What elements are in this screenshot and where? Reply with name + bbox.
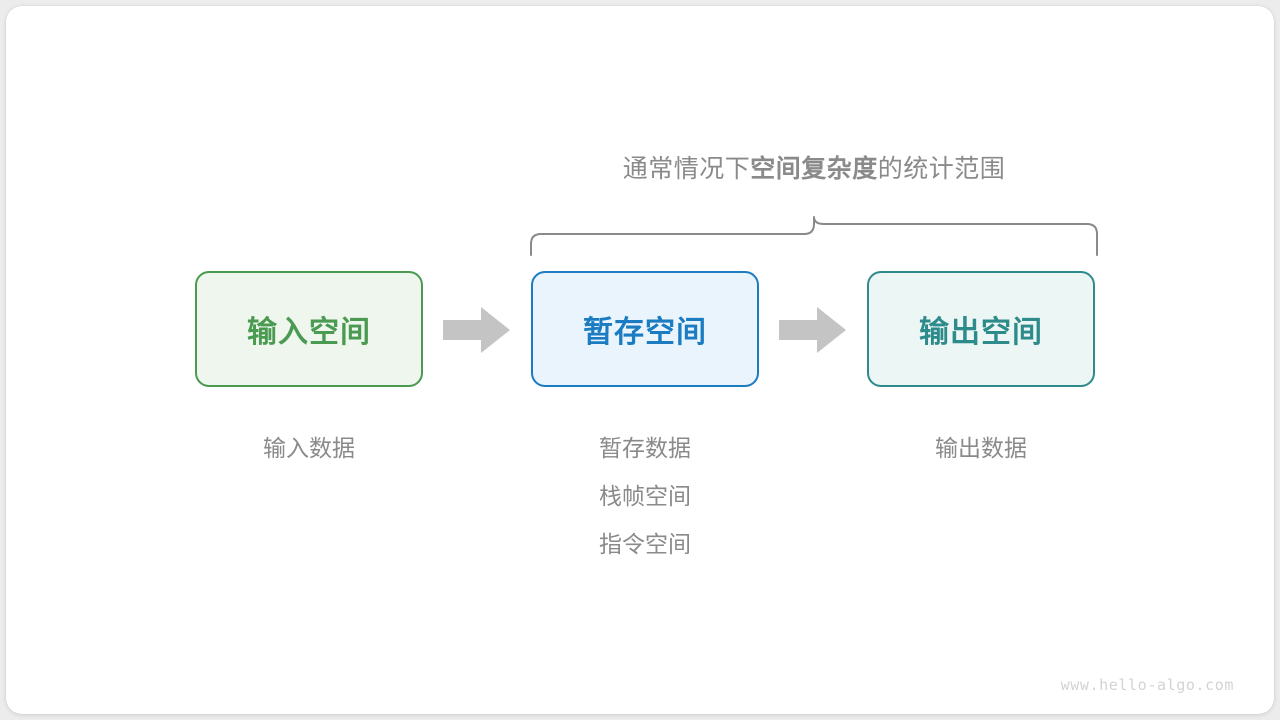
list-item: 指令空间	[599, 531, 691, 557]
box-output-space[interactable]: 输出空间	[867, 271, 1095, 387]
arrow-buffer-to-output	[779, 305, 847, 360]
caption-suffix: 的统计范围	[877, 155, 1006, 183]
scope-caption: 通常情况下空间复杂度的统计范围	[531, 149, 1097, 185]
diagram-card: 通常情况下空间复杂度的统计范围 输入空间 暂存空间 输出空间	[6, 6, 1274, 714]
right-arrow-icon	[779, 307, 846, 353]
box-input-space-label: 输入空间	[247, 316, 371, 349]
right-arrow-icon	[443, 307, 510, 353]
box-buffer-space[interactable]: 暂存空间	[531, 271, 759, 387]
label-column-input: 输入数据	[195, 424, 423, 472]
box-output-space-label: 输出空间	[919, 316, 1043, 349]
list-item: 暂存数据	[599, 435, 691, 461]
list-item: 输入数据	[263, 435, 355, 461]
caption-prefix: 通常情况下	[622, 155, 751, 183]
caption-emphasis: 空间复杂度	[750, 155, 878, 183]
label-column-buffer: 暂存数据 栈帧空间 指令空间	[531, 424, 759, 568]
list-item: 栈帧空间	[599, 483, 691, 509]
list-item: 输出数据	[935, 435, 1027, 461]
label-column-output: 输出数据	[867, 424, 1095, 472]
watermark: www.hello-algo.com	[1060, 676, 1234, 694]
scope-brace-icon	[530, 216, 1098, 256]
scope-brace	[521, 211, 1107, 266]
box-buffer-space-label: 暂存空间	[583, 316, 707, 349]
arrow-input-to-buffer	[443, 305, 511, 360]
box-input-space[interactable]: 输入空间	[195, 271, 423, 387]
